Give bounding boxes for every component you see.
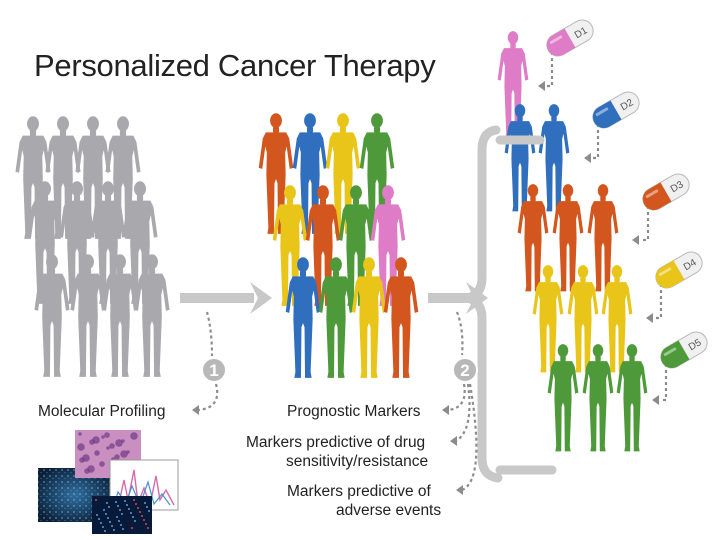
bracket-arms [495, 135, 557, 475]
molecular-profiling-label: Molecular Profiling [38, 403, 166, 420]
dashed-line-profiling [197, 311, 219, 412]
dashed-line-drug-pill [546, 52, 554, 88]
drug-pill-4: D4 [655, 251, 703, 289]
drug-pill-3: D3 [642, 173, 690, 211]
dashed-arrowhead [646, 313, 653, 323]
drug-markers-label-line1: Markers predictive of drug [246, 434, 426, 451]
dashed-arrowhead [584, 153, 591, 163]
gray-person [134, 254, 170, 377]
diagram-title: Personalized Cancer Therapy [34, 48, 436, 83]
step-two-badge: 2 [452, 357, 478, 383]
dashed-arrowhead [192, 405, 199, 415]
dashed-arrowhead [456, 485, 463, 495]
step-one-badge: 1 [201, 357, 227, 383]
bracket-top [451, 125, 503, 483]
dashed-arrowhead [450, 436, 457, 446]
dashed-arrowhead [442, 405, 449, 415]
step-two-badge-number: 2 [460, 361, 469, 380]
prognostic-markers-label: Prognostic Markers [287, 403, 421, 420]
population-person [383, 257, 419, 378]
dashed-line-drug-pill [640, 206, 650, 242]
step-one-badge-number: 1 [209, 361, 218, 380]
dashed-arrowhead [538, 81, 545, 91]
adverse-markers-label-line2: adverse events [336, 502, 442, 519]
arrow-profiling [180, 282, 272, 314]
drug-markers-label-line2: sensitivity/resistance [286, 453, 429, 470]
dashed-line-prognostic [447, 311, 466, 412]
adverse-markers-label-line1: Markers predictive of [287, 483, 431, 500]
dashed-line-drug-pill [592, 124, 600, 160]
dashed-line-drug-pill [660, 364, 668, 402]
drug-pill-5: D5 [660, 331, 708, 369]
drug-pill-2: D2 [592, 91, 640, 129]
dashed-line-adverse [461, 383, 478, 492]
drug-pill-1: D1 [546, 19, 594, 57]
dashed-arrowhead [652, 395, 659, 405]
microarray-image [92, 496, 152, 534]
people-layer [15, 31, 648, 452]
dashed-line-drug-pill [654, 284, 663, 320]
dashed-arrowhead [632, 235, 639, 245]
dashed-line-drug [455, 383, 471, 442]
profiling-images [38, 430, 179, 534]
